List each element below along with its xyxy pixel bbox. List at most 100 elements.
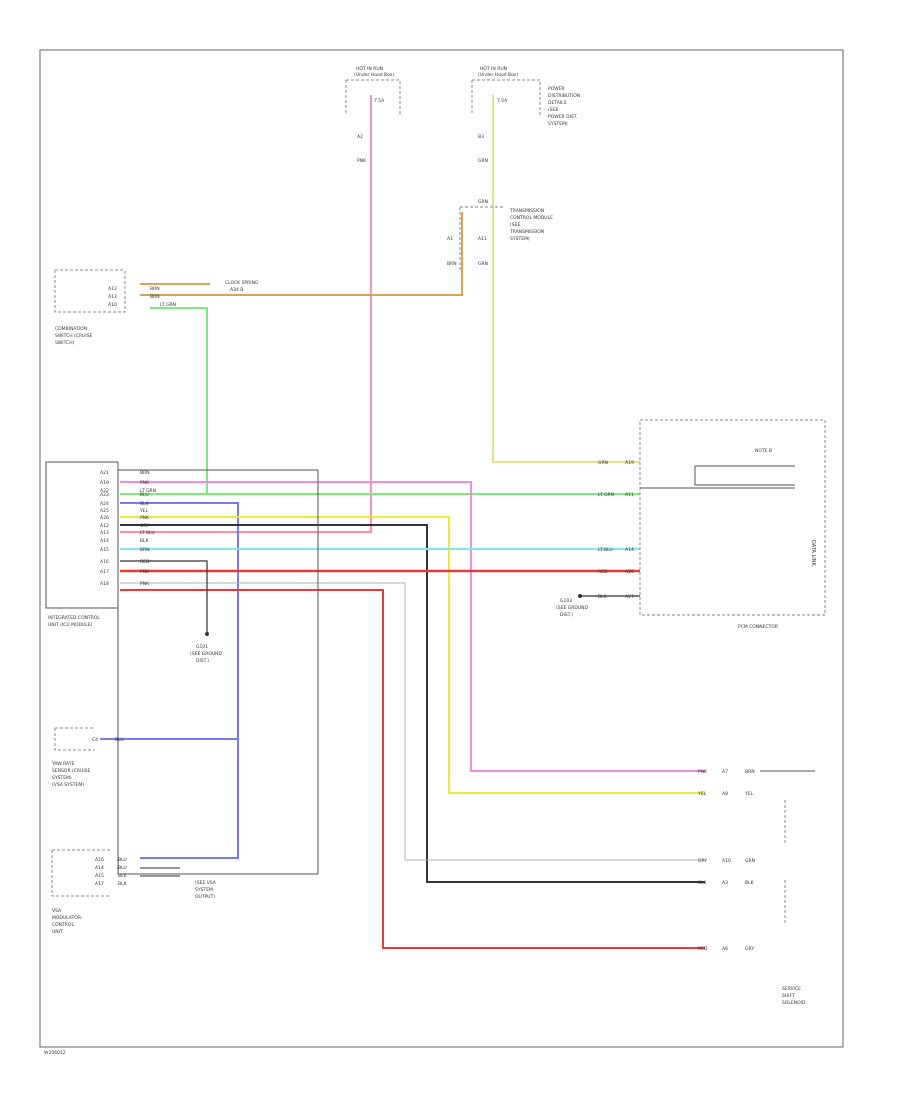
svg-text:(SEE GROUND: (SEE GROUND — [556, 605, 589, 611]
svg-text:CONTROL MODULE: CONTROL MODULE — [510, 215, 553, 221]
right-conn-wire-out: BRN — [745, 769, 755, 775]
svg-text:LT GRN: LT GRN — [160, 302, 176, 308]
ecu-pin-label: A26 — [100, 515, 109, 521]
ecu-wire-label: BRN — [140, 470, 150, 476]
right-conn-wire-in: RED — [698, 946, 708, 952]
svg-text:BLK: BLK — [118, 881, 128, 887]
pcm-pin-label: A19 — [625, 460, 634, 466]
svg-text:POWER DIST.: POWER DIST. — [548, 114, 577, 120]
fuse-1-head: HOT IN RUN — [356, 66, 383, 72]
ecu-wire-label: GRY — [140, 523, 149, 529]
fuse-1-sub: (Under Hood Box) — [354, 72, 394, 78]
svg-text:UNIT: UNIT — [52, 929, 63, 935]
svg-text:A12: A12 — [108, 286, 117, 292]
ecu-wire-label: LT GRN — [140, 488, 156, 494]
ground-g101: G101 (SEE GROUND DIST.) — [190, 632, 223, 664]
svg-text:A14: A14 — [95, 865, 104, 871]
svg-text:(SEE GROUND: (SEE GROUND — [190, 651, 223, 657]
svg-text:BLU: BLU — [115, 737, 124, 743]
ecu-wire-label: RED — [140, 559, 150, 565]
svg-text:TRANSMISSION: TRANSMISSION — [509, 208, 544, 214]
diagram-frame — [39, 49, 844, 1048]
ecu-pin-label: A14 — [100, 538, 109, 544]
svg-text:(SEE VSA: (SEE VSA — [195, 880, 217, 886]
right-conn-wire-out: GRY — [745, 946, 754, 952]
right-conn-pin: A8 — [722, 791, 728, 797]
ecu-pin-label: A12 — [100, 523, 109, 529]
svg-text:(SEE: (SEE — [548, 107, 558, 113]
svg-text:MODULATOR-: MODULATOR- — [52, 915, 83, 921]
ecu-wire-label: BLK — [140, 538, 150, 544]
svg-text:G101: G101 — [196, 644, 208, 650]
svg-text:CONTROL: CONTROL — [52, 922, 74, 928]
ecu-pin-label: A17 — [100, 569, 109, 575]
pcm-pin-label: A14 — [625, 547, 634, 553]
svg-text:SYSTEM): SYSTEM) — [52, 775, 72, 781]
integrated-control-unit: INTEGRATED CONTROL UNIT (ICU MODULE) — [45, 461, 319, 875]
wire-ecu-gray — [120, 582, 705, 861]
fuse-2-wire: GRN — [478, 158, 488, 164]
yaw-rate-sensor: C4 BLU YAW RATE SENSOR (CRUISE SYSTEM) (… — [51, 727, 124, 788]
wire-ecu-yellow — [120, 516, 705, 794]
ecu-wire-label: YEL — [139, 508, 149, 514]
ecu-wire-label: BLK — [140, 501, 150, 507]
right-conn-wire-in: YEL — [697, 791, 707, 797]
svg-text:PCM CONNECTOR: PCM CONNECTOR — [738, 624, 778, 630]
right-conn-wire-in: BLK — [698, 880, 708, 886]
svg-text:A1: A1 — [447, 236, 453, 242]
svg-text:DATA LINK: DATA LINK — [810, 540, 816, 566]
svg-text:SHIFT: SHIFT — [782, 993, 795, 999]
svg-text:DETAILS: DETAILS — [548, 100, 567, 106]
right-conn-wire-in: PNK — [698, 769, 708, 775]
ecu-wire-label: PNK — [140, 515, 150, 521]
pcm-pin-label: A27 — [625, 594, 634, 600]
power-distribution-note: POWER DISTRIBUTION DETAILS (SEE POWER DI… — [548, 86, 580, 127]
svg-text:DISTRIBUTION: DISTRIBUTION — [548, 93, 580, 99]
fuse-2-sub: (Under Hood Box) — [478, 72, 518, 78]
svg-text:SYSTEM): SYSTEM) — [548, 121, 568, 127]
ecu-pin-label: A15 — [100, 547, 109, 553]
pcm-connector: PCM CONNECTOR DATA LINK NOTE B G103 (SEE… — [556, 419, 826, 630]
ecu-pin-label: A13 — [100, 530, 109, 536]
svg-text:C4: C4 — [92, 737, 98, 743]
ecu-wire-label: PNK — [140, 480, 150, 486]
svg-text:SENSOR (CRUISE: SENSOR (CRUISE — [52, 768, 91, 774]
cruise-switch: A12 A13 A10 BRN BRN LT GRN CLOCK SPRING … — [54, 269, 259, 346]
svg-text:A34 B: A34 B — [230, 287, 243, 293]
ecu-pin-label: A23 — [100, 492, 109, 498]
svg-text:A17: A17 — [95, 881, 104, 887]
fuse-1-pin: A2 — [357, 134, 363, 140]
wire-ecu-magenta — [120, 481, 705, 772]
right-conn-pin: A3 — [722, 880, 728, 886]
svg-text:A15: A15 — [95, 873, 104, 879]
pcm-wire-label: BLK — [598, 594, 608, 600]
svg-text:A11: A11 — [478, 236, 487, 242]
svg-text:BRN: BRN — [150, 286, 160, 292]
fuse-1-rating: 7.5A — [374, 98, 385, 104]
right-conn-wire-out: BLK — [745, 880, 755, 886]
svg-text:TRANSMISSION: TRANSMISSION — [509, 229, 544, 235]
svg-text:SYSTEM: SYSTEM — [195, 887, 213, 893]
svg-text:(SEE: (SEE — [510, 222, 520, 228]
svg-text:(VSA SYSTEM): (VSA SYSTEM) — [52, 782, 84, 788]
svg-text:COMBINATION: COMBINATION — [55, 326, 87, 332]
ecu-wire-label: PNK — [140, 569, 150, 575]
wire-ecu-blue — [120, 502, 239, 859]
svg-text:A13: A13 — [108, 294, 117, 300]
svg-text:YAW RATE: YAW RATE — [51, 761, 75, 767]
right-conn-wire-in: GRY — [698, 858, 707, 864]
fuse-1-wire: PNK — [357, 158, 367, 164]
svg-text:SERVICE: SERVICE — [782, 986, 801, 992]
service-shift-solenoid: SERVICE SHIFT SOLENOID — [760, 770, 815, 1006]
ecu-pin-label: A16 — [100, 559, 109, 565]
ecu-wire-label: BRN — [140, 547, 150, 553]
ecu-wire-label: PNK — [140, 581, 150, 587]
svg-text:BLU: BLU — [118, 857, 127, 863]
wire-ecu-tan — [120, 589, 705, 949]
svg-text:BRN: BRN — [447, 261, 457, 267]
svg-text:OUTPUT): OUTPUT) — [195, 894, 215, 900]
wire-ecu-black — [120, 524, 705, 883]
right-conn-pin: A6 — [722, 946, 728, 952]
